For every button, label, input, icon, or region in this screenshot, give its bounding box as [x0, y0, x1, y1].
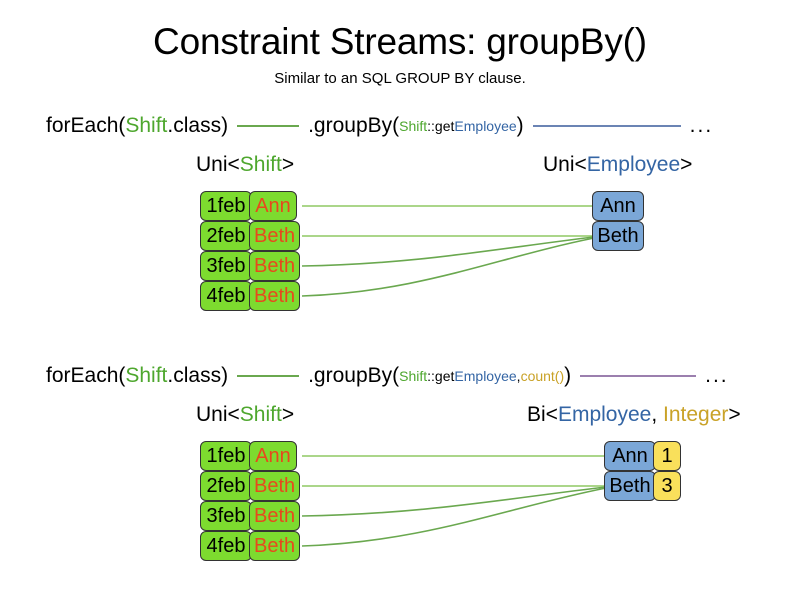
code1-foreach-type: Shift [125, 114, 168, 137]
label2-left-prefix: Uni< [196, 403, 240, 426]
shift-date: 3feb [200, 501, 252, 531]
group-count: 3 [653, 471, 681, 501]
group-employee: Beth [592, 221, 644, 251]
stream-type-right-2: Bi<Employee, Integer> [527, 402, 741, 428]
code-line-2: forEach(Shift.class) .groupBy(Shift::get… [46, 363, 729, 389]
group-employee: Ann [592, 191, 644, 221]
shift-tuple[interactable]: 1feb Ann [200, 441, 297, 471]
group-tuple[interactable]: Ann [592, 191, 644, 221]
code2-foreach-tail: .class) [167, 364, 229, 387]
connector-uni-shift-2 [237, 375, 300, 377]
shift-date: 4feb [200, 531, 252, 561]
code2-foreach-type: Shift [125, 364, 168, 387]
group-employee: Ann [604, 441, 656, 471]
shift-tuple[interactable]: 4feb Beth [200, 531, 301, 561]
stream-type-left-2: Uni<Shift> [196, 402, 294, 428]
label2-right-type: Employee [557, 403, 652, 426]
shift-tuple[interactable]: 3feb Beth [200, 251, 301, 281]
label1-right-type: Employee [586, 153, 681, 176]
group-tuple[interactable]: Ann 1 [604, 441, 681, 471]
group-employee: Beth [604, 471, 656, 501]
label2-left-type: Shift [239, 403, 282, 426]
shift-employee: Beth [249, 471, 301, 501]
code2-arg-collector: count() [520, 368, 565, 384]
group-count: 1 [653, 441, 681, 471]
label1-right-prefix: Uni< [543, 153, 587, 176]
code2-ellipsis: ... [705, 364, 729, 387]
shift-employee: Beth [249, 251, 301, 281]
label2-right-separator: , [651, 403, 663, 426]
shift-tuple[interactable]: 2feb Beth [200, 221, 301, 251]
code2-arg-method-type: Employee [454, 368, 517, 384]
connector-bi-stream-2 [580, 375, 697, 377]
shift-employee: Ann [249, 441, 297, 471]
code-line-1: forEach(Shift.class) .groupBy(Shift::get… [46, 113, 713, 139]
shift-employee: Ann [249, 191, 297, 221]
code1-groupby-tail: ) [516, 114, 524, 137]
shift-tuple[interactable]: 2feb Beth [200, 471, 301, 501]
shift-employee: Beth [249, 281, 301, 311]
label2-left-suffix: > [281, 403, 295, 426]
code2-foreach-open: forEach( [46, 364, 126, 387]
code2-groupby-tail: ) [564, 364, 572, 387]
shift-date: 2feb [200, 221, 252, 251]
shift-employee: Beth [249, 531, 301, 561]
label1-right-suffix: > [680, 153, 693, 176]
stream-type-left-1: Uni<Shift> [196, 152, 294, 178]
code1-ellipsis: ... [689, 114, 714, 137]
shift-employee: Beth [249, 221, 301, 251]
code1-foreach-open: forEach( [46, 114, 126, 137]
label2-right-type2: Integer [663, 403, 729, 426]
link2-shift4-beth [301, 487, 607, 547]
label1-left-prefix: Uni< [196, 153, 240, 176]
shift-date: 1feb [200, 441, 252, 471]
connector-uni-shift-1 [237, 125, 300, 127]
label2-right-prefix: Bi< [527, 403, 558, 426]
shift-tuple[interactable]: 4feb Beth [200, 281, 301, 311]
shift-date: 4feb [200, 281, 252, 311]
shift-tuple[interactable]: 3feb Beth [200, 501, 301, 531]
shift-tuple[interactable]: 1feb Ann [200, 191, 297, 221]
shift-date: 2feb [200, 471, 252, 501]
link-shift3-beth [301, 236, 595, 267]
code2-arg-method-prefix: ::get [427, 368, 455, 384]
code2-groupby-open: .groupBy( [308, 364, 400, 387]
connector-uni-employee-1 [532, 125, 681, 127]
stream-type-right-1: Uni<Employee> [543, 152, 692, 178]
label1-left-type: Shift [239, 153, 282, 176]
shift-date: 3feb [200, 251, 252, 281]
code1-arg-method-type: Employee [454, 118, 517, 134]
code2-arg-separator: , [516, 368, 521, 384]
code1-groupby-open: .groupBy( [308, 114, 400, 137]
code2-arg-class: Shift [399, 368, 428, 384]
link-shift4-beth [301, 237, 595, 297]
label2-right-suffix: > [728, 403, 741, 426]
group-tuple[interactable]: Beth 3 [604, 471, 681, 501]
group-tuple[interactable]: Beth [592, 221, 644, 251]
code1-arg-class: Shift [399, 118, 428, 134]
page-title: Constraint Streams: groupBy() [153, 21, 647, 62]
code1-foreach-tail: .class) [167, 114, 229, 137]
shift-employee: Beth [249, 501, 301, 531]
shift-date: 1feb [200, 191, 252, 221]
page-subtitle: Similar to an SQL GROUP BY clause. [274, 70, 526, 87]
code1-arg-method-prefix: ::get [427, 118, 455, 134]
label1-left-suffix: > [281, 153, 295, 176]
link2-shift3-beth [301, 486, 607, 517]
